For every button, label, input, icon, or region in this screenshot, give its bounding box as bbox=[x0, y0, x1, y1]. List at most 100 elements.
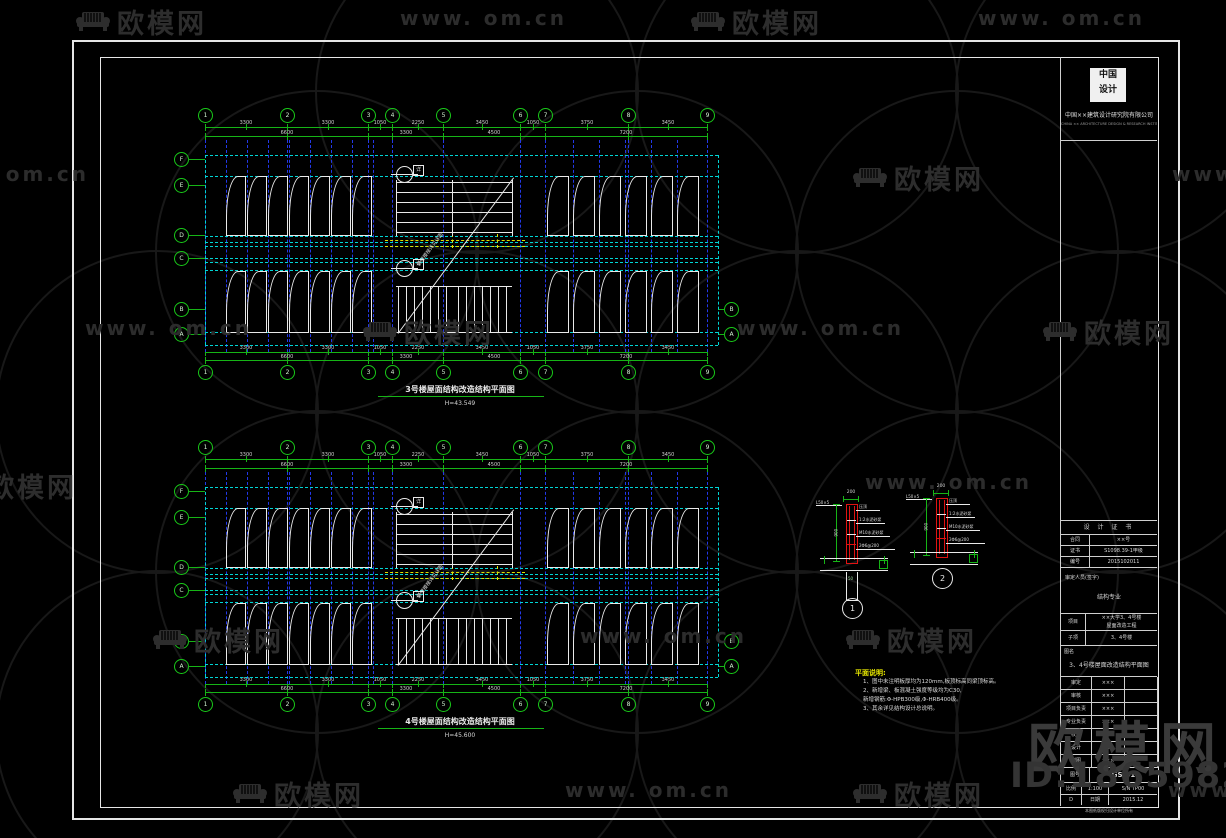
dimension-tick bbox=[545, 465, 546, 472]
dimension-line bbox=[205, 360, 707, 361]
axis-bubble: 6 bbox=[513, 697, 528, 712]
dimension-tick bbox=[418, 681, 419, 687]
axis-bubble: 9 bbox=[700, 365, 715, 380]
axis-bubble: 3 bbox=[361, 697, 376, 712]
dimension-value: 3300 bbox=[321, 677, 335, 683]
axis-bubble: 2 bbox=[280, 440, 295, 455]
dimension-tick bbox=[545, 124, 546, 131]
stair-tread-line bbox=[446, 286, 447, 332]
slab-line-horizontal bbox=[205, 262, 718, 263]
slab-panel bbox=[226, 176, 246, 236]
section-marker-flag: 详 bbox=[413, 165, 424, 176]
stair-edge bbox=[512, 512, 513, 568]
detail-annotation: 2Φ6@200 bbox=[949, 537, 969, 542]
dimension-tick bbox=[418, 124, 419, 130]
stair-tread-line bbox=[406, 286, 407, 332]
detail-annotation: 压顶 bbox=[949, 498, 957, 503]
big-watermark-name: 欧模网 bbox=[1028, 717, 1226, 782]
slab-line-horizontal bbox=[205, 345, 718, 346]
dimension-value: 3750 bbox=[580, 120, 594, 126]
dimension-tick bbox=[668, 349, 669, 355]
slab-panel bbox=[677, 176, 699, 236]
titleblock-divider bbox=[1060, 57, 1061, 806]
notes-heading: 平面说明: bbox=[855, 669, 886, 677]
section-marker-line bbox=[391, 268, 418, 269]
dimension-tick bbox=[707, 124, 708, 131]
slab-panel bbox=[247, 176, 267, 236]
detail-leader-line bbox=[946, 543, 985, 544]
dimension-value: 4500 bbox=[487, 461, 501, 468]
detail-dim-line bbox=[843, 499, 859, 500]
staff-name: ××× bbox=[1092, 755, 1125, 768]
dimension-tick bbox=[205, 456, 206, 463]
dimension-value: 3750 bbox=[580, 345, 594, 351]
axis-stub-line bbox=[188, 185, 205, 186]
axis-bubble: 3 bbox=[361, 440, 376, 455]
stair-tread-line bbox=[482, 286, 483, 332]
slab-panel bbox=[651, 271, 673, 333]
slab-panel bbox=[625, 508, 647, 568]
staff-name: ××× bbox=[1092, 677, 1125, 690]
stair-tread-line bbox=[498, 618, 499, 664]
axis-bubble: E bbox=[174, 178, 189, 193]
dimension-tick bbox=[443, 133, 444, 140]
stair-divider bbox=[452, 180, 453, 236]
axis-bubble: B bbox=[174, 634, 189, 649]
detail-line bbox=[847, 534, 856, 535]
axis-stub-line bbox=[188, 641, 205, 642]
dimension-tick bbox=[482, 681, 483, 687]
dimension-tick bbox=[587, 124, 588, 130]
staff-date bbox=[1125, 742, 1158, 755]
staff-name: ××× bbox=[1092, 716, 1125, 729]
detail-annotation: L50×5 bbox=[906, 494, 932, 500]
dimension-value: 2250 bbox=[411, 677, 425, 683]
slab-panel bbox=[677, 508, 699, 568]
watermark-url: www. om.cn bbox=[85, 316, 252, 340]
slab-line-horizontal bbox=[205, 176, 718, 177]
slab-panel bbox=[289, 271, 309, 333]
axis-bubble: 8 bbox=[621, 108, 636, 123]
detail-leader-line bbox=[856, 523, 885, 524]
parapet-tick bbox=[847, 544, 856, 545]
figname-label: 图名 bbox=[1064, 649, 1075, 655]
slab-panel bbox=[268, 508, 288, 568]
slab-panel bbox=[331, 508, 351, 568]
dimension-value: 6600 bbox=[280, 686, 294, 692]
dimension-value: 7200 bbox=[619, 686, 633, 692]
dimension-tick bbox=[392, 357, 393, 364]
dimension-tick bbox=[443, 681, 444, 688]
dimension-tick bbox=[246, 456, 247, 462]
axis-stub-line bbox=[188, 666, 205, 667]
stair-tread-line bbox=[430, 286, 431, 332]
dimension-value: 3300 bbox=[239, 120, 253, 126]
stair-tread-line bbox=[498, 286, 499, 332]
dimension-tick bbox=[545, 681, 546, 688]
dimension-tick bbox=[443, 349, 444, 356]
dimension-tick bbox=[287, 357, 288, 364]
dimension-tick bbox=[205, 133, 206, 140]
parapet-column-inner bbox=[939, 500, 945, 554]
dimension-value: 1050 bbox=[373, 452, 387, 458]
detail-dim-value: 200 bbox=[936, 484, 946, 489]
detail-annotation: 1:2水泥砂浆 bbox=[859, 517, 882, 522]
detail-dim-line bbox=[926, 498, 927, 556]
detail-annotation: 1:2水泥砂浆 bbox=[949, 511, 972, 516]
axis-stub-line bbox=[718, 309, 725, 310]
project-value: ××大学3、4号楼 屋面改造工程 bbox=[1086, 614, 1157, 631]
dimension-value: 3450 bbox=[475, 345, 489, 351]
slab-panel bbox=[331, 271, 351, 333]
dimension-tick bbox=[392, 681, 393, 688]
axis-bubble: 7 bbox=[538, 108, 553, 123]
dimension-tick bbox=[205, 465, 206, 472]
axis-bubble: A bbox=[724, 659, 739, 674]
plan-elevation: H=43.549 bbox=[444, 400, 476, 407]
stair-tread-line bbox=[398, 286, 399, 332]
detail-beam-line bbox=[910, 564, 978, 565]
axis-bubble: 5 bbox=[436, 365, 451, 380]
axis-bubble: 4 bbox=[385, 697, 400, 712]
dimension-tick bbox=[545, 349, 546, 356]
axis-bubble: 9 bbox=[700, 440, 715, 455]
dimension-value: 4500 bbox=[487, 354, 501, 360]
slab-panel bbox=[352, 176, 372, 236]
dimension-value: 6600 bbox=[280, 461, 294, 468]
